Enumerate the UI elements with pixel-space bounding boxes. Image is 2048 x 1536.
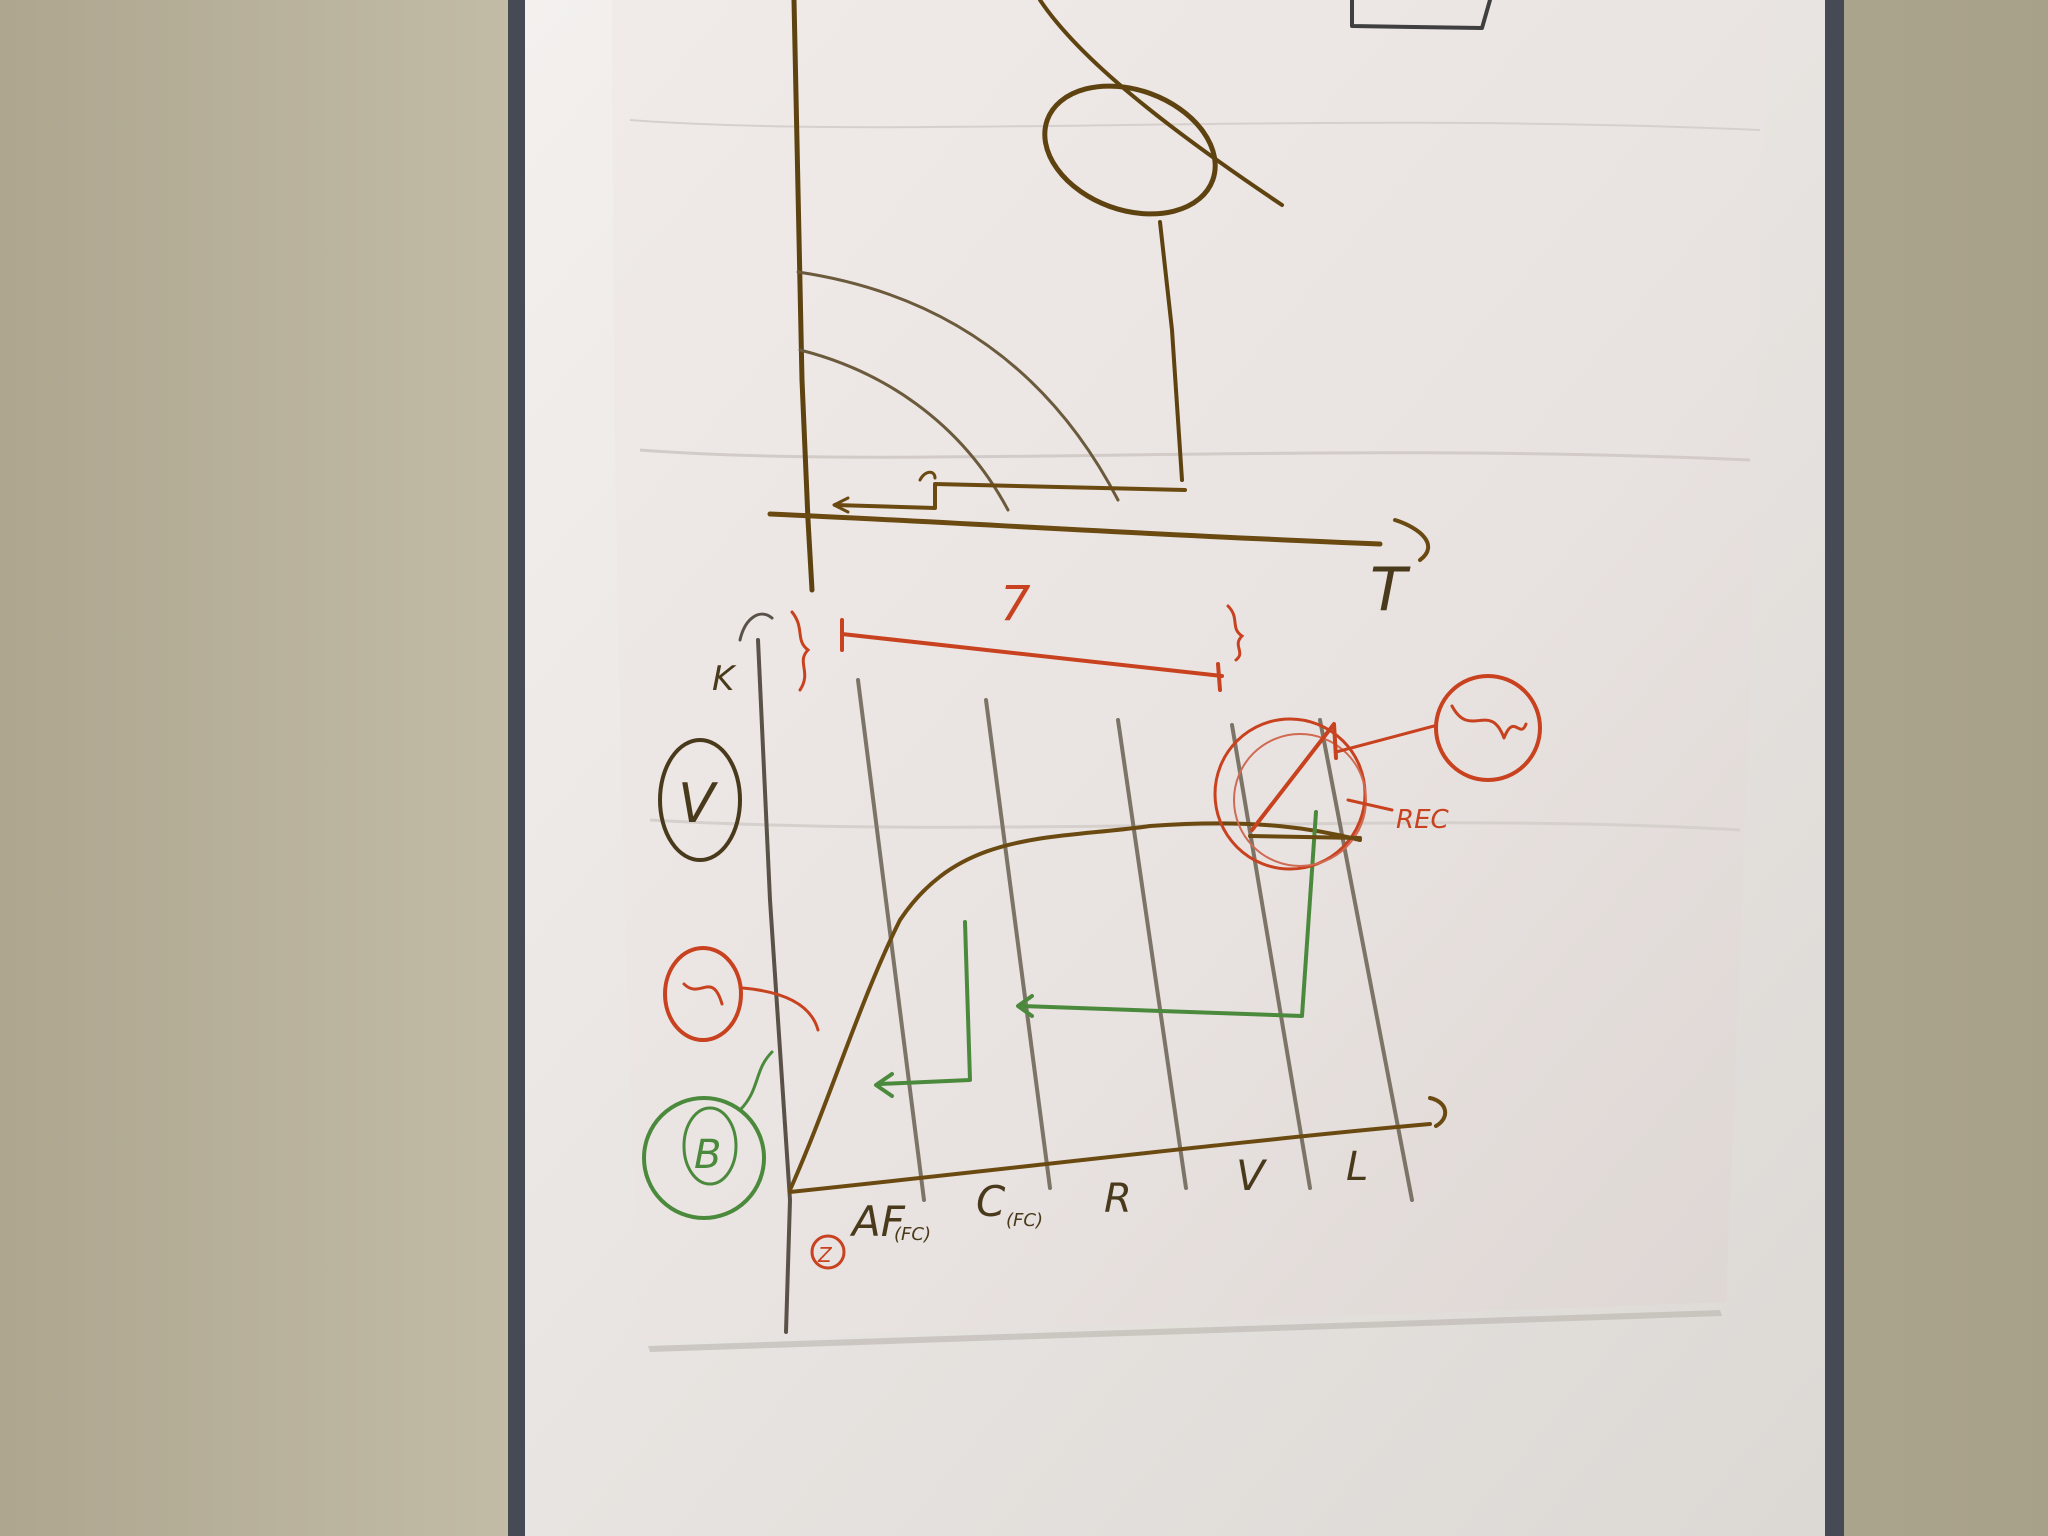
red-scribble-left (790, 610, 811, 692)
red-small-circle (810, 1234, 846, 1270)
label-l: L (1346, 1144, 1368, 1190)
outer-arc (796, 270, 1120, 502)
green-flow-left (878, 920, 972, 1086)
lower-baseline (788, 1122, 1432, 1194)
red-circled-scribble (1450, 704, 1528, 740)
green-arrowhead-right (1016, 994, 1034, 1018)
right-annotation-rec: REC (1396, 805, 1449, 835)
top-ellipse (1042, 83, 1218, 217)
green-circled-mark (642, 1096, 766, 1220)
circled-b-label: B (694, 1132, 721, 1178)
step-line (833, 482, 1187, 510)
column-line (984, 698, 1052, 1190)
column-line (1318, 718, 1414, 1202)
lower-diagram: K REC V B (642, 612, 1542, 1334)
label-r: R (1104, 1176, 1132, 1222)
ellipse-stem (1158, 220, 1184, 482)
red-circled-note (1434, 674, 1542, 782)
upper-axis-label-t: T (1370, 555, 1411, 625)
red-left-leader (740, 986, 820, 1032)
green-inner-ellipse (682, 1106, 738, 1186)
red-triangle (1250, 722, 1338, 832)
step-hook (918, 470, 937, 482)
growth-curve (788, 821, 1362, 1192)
bottom-labels: AF (FC) C (FC) R V L (849, 1144, 1368, 1246)
green-arrowhead-left (874, 1072, 894, 1098)
column-line (1230, 723, 1312, 1190)
upper-horizontal-axis (767, 511, 1383, 547)
red-left-scribble (682, 982, 724, 1006)
lower-left-axis (756, 638, 792, 1334)
green-leader (738, 1050, 774, 1112)
label-v: V (1236, 1151, 1268, 1200)
red-span: 7 (790, 576, 1245, 692)
upper-axis-arrowhead (1393, 518, 1430, 562)
label-af-sub: (FC) (894, 1224, 931, 1245)
span-label: 7 (1000, 576, 1031, 632)
upper-vertical-axis (791, 0, 815, 593)
circled-v-label: V (678, 772, 719, 835)
green-flow-right (1020, 810, 1318, 1018)
top-right-scribble (1350, 0, 1492, 30)
step-arrowhead (832, 496, 850, 514)
left-axis-arrowhead (738, 612, 774, 642)
column-line (1116, 718, 1188, 1190)
rec-leader (1346, 798, 1394, 812)
red-circle-left (663, 946, 743, 1042)
inner-arc (798, 348, 1010, 512)
circled-z-label: Z (817, 1243, 833, 1267)
red-leader-line (1334, 724, 1436, 754)
label-c: C (976, 1177, 1006, 1226)
upper-diagram: T (767, 0, 1492, 625)
baseline-arrowhead (1428, 1096, 1447, 1128)
circled-v (658, 738, 742, 862)
red-triangle-base (1248, 834, 1362, 840)
red-scribble-right (1226, 604, 1245, 662)
left-axis-label-k: K (712, 659, 737, 699)
top-sweep-curve (1038, 0, 1284, 207)
label-c-sub: (FC) (1006, 1210, 1043, 1231)
red-circle (1233, 733, 1367, 867)
label-af: AF (849, 1197, 906, 1246)
